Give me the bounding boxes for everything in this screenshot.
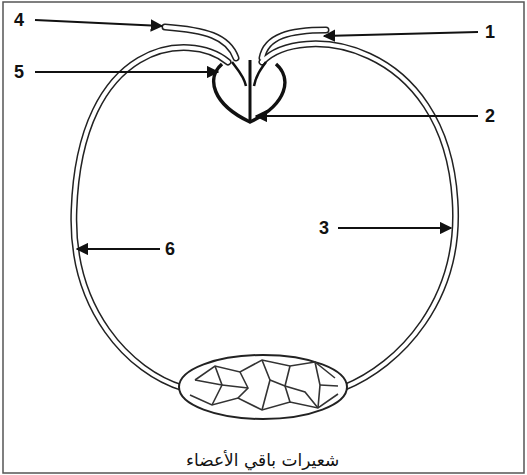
callout-number: 2	[485, 107, 495, 125]
callout-number: 5	[14, 63, 24, 81]
callout-number: 6	[165, 240, 175, 258]
caption: شعيرات باقي الأعضاء	[183, 450, 342, 470]
callout-number: 3	[319, 219, 329, 237]
callout-number: 4	[14, 11, 24, 29]
callout-number: 1	[485, 23, 495, 41]
